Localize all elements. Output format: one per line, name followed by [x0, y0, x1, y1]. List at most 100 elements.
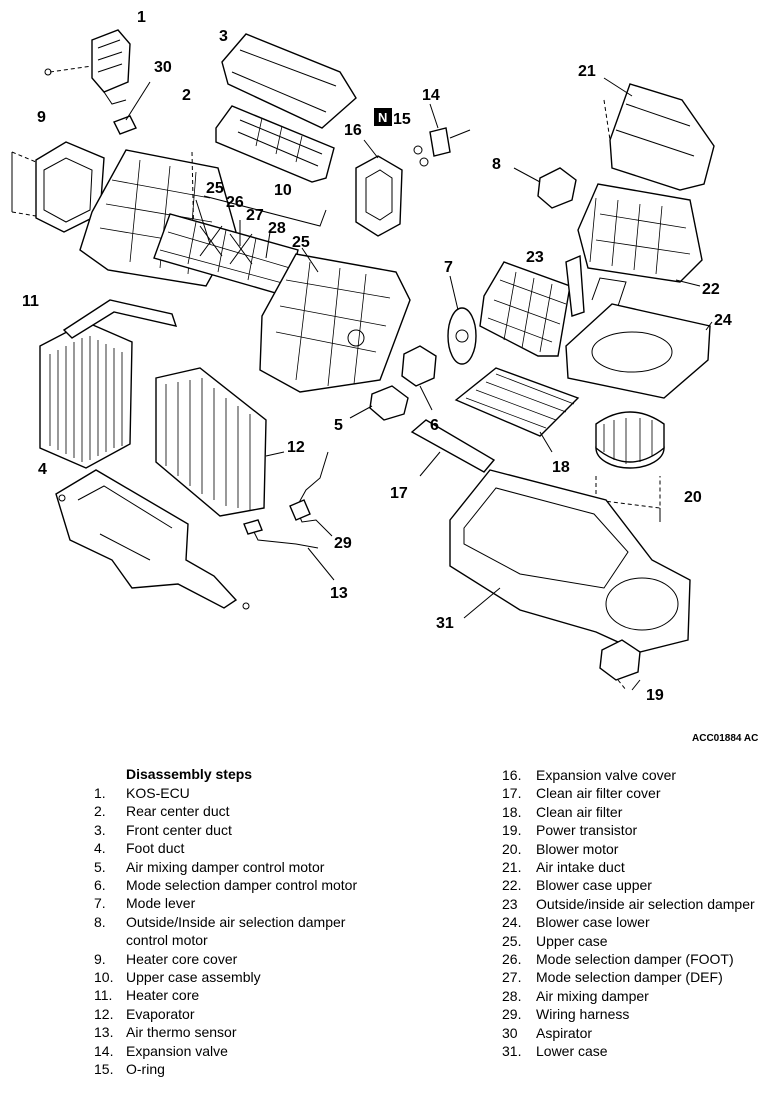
part-rear-center-duct: [215, 105, 335, 183]
step-item: 17.Clean air filter cover: [502, 784, 784, 802]
callout-30: 30: [154, 59, 172, 76]
step-item: 28.Air mixing damper: [502, 987, 784, 1005]
step-number: 9.: [94, 950, 106, 967]
step-text: Mode lever: [126, 895, 196, 912]
callout-1: 1: [137, 9, 146, 26]
part-heater-core: [39, 299, 178, 469]
callout-27: 27: [246, 207, 264, 224]
step-item: 1. KOS-ECU: [94, 784, 384, 802]
exploded-diagram: N 1 2 3 4 5 6 7 8 9 10 11 12 13 14 15 16…: [11, 9, 732, 704]
step-number: 13.: [94, 1024, 114, 1041]
callout-31: 31: [436, 615, 454, 632]
part-blower-case-upper: [577, 183, 703, 287]
callout-2: 2: [182, 87, 191, 104]
step-text: Expansion valve cover: [536, 767, 677, 783]
step-text: Air intake duct: [536, 859, 625, 876]
part-air-thermo-sensor: [243, 519, 335, 581]
step-item: 25.Upper case: [502, 932, 784, 950]
step-number: 5.: [94, 858, 106, 875]
step-number: 27.: [502, 969, 522, 986]
part-lower-case: [449, 469, 691, 653]
step-text: O-ring: [126, 1061, 165, 1078]
step-text: Blower case upper: [536, 877, 652, 894]
step-item: 21. Air intake duct: [502, 858, 784, 876]
step-item: 9. Heater core cover: [94, 950, 384, 968]
step-item: 16. Expansion valve cover: [502, 766, 784, 784]
callout-16: 16: [344, 122, 362, 139]
step-number: 12.: [94, 1005, 114, 1022]
step-number: 15.: [94, 1061, 114, 1078]
part-wiring-harness: [289, 451, 333, 537]
step-item: 27.Mode selection damper (DEF): [502, 968, 784, 986]
callout-20: 20: [684, 489, 702, 506]
callout-labels: 1 2 3 4 5 6 7 8 9 10 11 12 13 14 15 16 1…: [22, 9, 732, 704]
callout-9: 9: [37, 109, 46, 126]
step-text: Air mixing damper: [536, 987, 649, 1004]
step-item: 6.Mode selection damper control motor: [94, 876, 384, 894]
step-text: Heater core: [126, 987, 200, 1004]
step-number: 19.: [502, 822, 522, 839]
step-text: Mode selection damper control motor: [126, 877, 358, 894]
step-text: Upper case assembly: [126, 969, 261, 986]
part-expansion-valve-cover: [355, 139, 403, 237]
step-text: Foot duct: [126, 840, 185, 857]
step-number: 21.: [502, 859, 522, 876]
callout-18: 18: [552, 459, 570, 476]
part-outside-air-damper-motor: [513, 167, 577, 209]
part-mode-lever: [447, 275, 477, 365]
figure-reference-code: ACC01884 AC: [692, 733, 759, 744]
callout-26: 26: [226, 194, 244, 211]
part-expansion-valve: [413, 103, 471, 167]
step-text: Mode selection damper (FOOT): [536, 951, 734, 968]
step-text: Front center duct: [126, 821, 232, 838]
step-item: 5.Air mixing damper control motor: [94, 858, 384, 876]
step-item: 26.Mode selection damper (FOOT): [502, 950, 784, 968]
step-number: 1.: [94, 785, 106, 801]
callout-17: 17: [390, 485, 408, 502]
part-clean-air-filter: [454, 367, 580, 453]
part-blower-case-lower: [565, 277, 713, 399]
callout-6: 6: [430, 417, 439, 434]
step-number: 20.: [502, 840, 522, 857]
step-number: 10.: [94, 969, 114, 986]
step-number: 11.: [94, 987, 113, 1004]
step-number: 31.: [502, 1043, 522, 1060]
step-text: Expansion valve: [126, 1042, 228, 1059]
step-item: 11. Heater core: [94, 986, 384, 1004]
part-air-mixing-damper-motor: [349, 385, 409, 421]
step-text: KOS-ECU: [126, 785, 190, 801]
step-text: Lower case: [536, 1043, 608, 1060]
svg-text:N: N: [378, 110, 387, 125]
step-number: 16.: [502, 767, 522, 783]
step-text: Heater core cover: [126, 950, 238, 967]
note-badge-n: N: [374, 108, 392, 126]
step-item: 14.Expansion valve: [94, 1042, 384, 1060]
step-item: 7.Mode lever: [94, 894, 384, 912]
part-aspirator: [113, 81, 151, 135]
callout-22: 22: [702, 281, 720, 298]
step-number: 30: [502, 1024, 518, 1041]
step-item: 31. Lower case: [502, 1042, 784, 1060]
callout-10: 10: [274, 182, 292, 199]
callout-25a: 25: [206, 180, 224, 197]
part-upper-case: [259, 247, 411, 393]
callout-29: 29: [334, 535, 352, 552]
step-number: 23: [502, 895, 518, 912]
steps-title: Disassembly steps: [126, 766, 253, 782]
part-clean-air-filter-cover: [410, 419, 496, 477]
callout-28: 28: [268, 220, 286, 237]
step-text: Clean air filter: [536, 803, 623, 820]
part-air-selection-damper: [479, 254, 585, 357]
step-item: 2.Rear center duct: [94, 802, 384, 820]
step-item: 24.Blower case lower: [502, 913, 784, 931]
part-blower-motor: [595, 411, 665, 522]
callout-12: 12: [287, 439, 305, 456]
part-evaporator: [155, 367, 285, 517]
step-text: Evaporator: [126, 1005, 195, 1022]
callout-13: 13: [330, 585, 348, 602]
step-text: Blower motor: [536, 840, 619, 857]
step-item: 22.Blower case upper: [502, 876, 784, 894]
